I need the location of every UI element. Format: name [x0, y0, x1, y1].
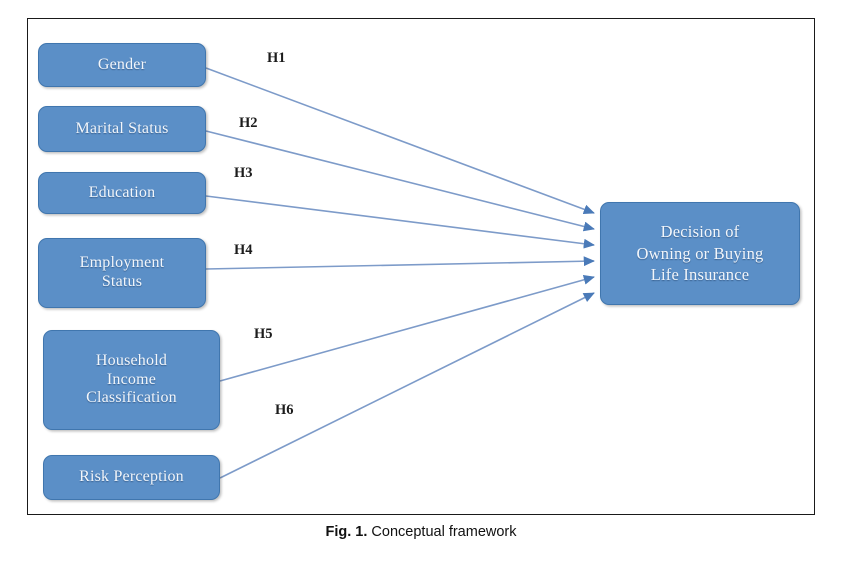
- node-label-gender: Gender: [97, 55, 147, 73]
- node-label-risk-perception: Risk Perception: [79, 468, 184, 486]
- caption-prefix: Fig. 1.: [325, 524, 368, 540]
- node-label-decision-of-owning-or-buying-life-insurance: Decision of Owning or Buying Life Insura…: [636, 222, 764, 285]
- node-box-gender[interactable]: Gender: [38, 43, 206, 87]
- node-box-marital-status[interactable]: Marital Status: [38, 106, 206, 152]
- node-label-employment-status: Employment Status: [79, 254, 165, 290]
- node-box-decision-of-owning-or-buying-life-insurance[interactable]: Decision of Owning or Buying Life Insura…: [600, 202, 800, 305]
- hypothesis-arrows: [205, 67, 595, 479]
- hypothesis-label-h3: H3: [234, 165, 253, 181]
- hypothesis-label-h1: H1: [267, 50, 286, 66]
- arrow-h5: [219, 274, 595, 382]
- node-label-education: Education: [88, 183, 156, 201]
- hypothesis-label-h4: H4: [234, 242, 253, 258]
- arrow-h3: [205, 195, 595, 249]
- node-box-risk-perception[interactable]: Risk Perception: [43, 455, 220, 500]
- node-box-household-income-classification[interactable]: Household Income Classification: [43, 330, 220, 430]
- caption-body: Conceptual framework: [367, 524, 517, 540]
- node-box-employment-status[interactable]: Employment Status: [38, 238, 206, 308]
- node-label-household-income-classification: Household Income Classification: [86, 351, 177, 407]
- node-box-education[interactable]: Education: [38, 172, 206, 214]
- arrow-h1: [205, 67, 595, 215]
- hypothesis-label-h2: H2: [239, 115, 258, 131]
- node-label-marital-status: Marital Status: [75, 119, 169, 137]
- hypothesis-label-h5: H5: [254, 326, 273, 342]
- arrow-h2: [205, 130, 595, 232]
- figure-caption: Fig. 1. Conceptual framework: [27, 524, 815, 540]
- arrow-h4: [205, 256, 595, 270]
- arrow-h6: [219, 292, 595, 479]
- hypothesis-label-h6: H6: [275, 402, 294, 418]
